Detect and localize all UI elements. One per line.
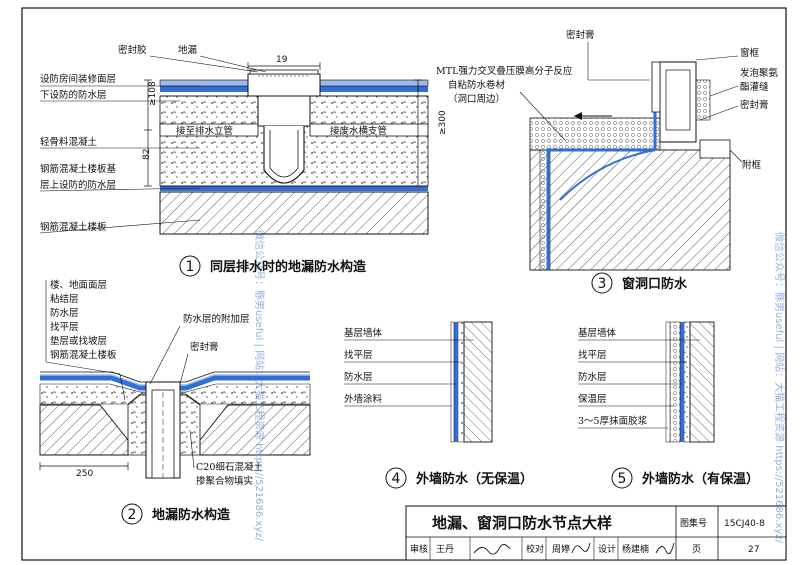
label-leveling-4: 找平层	[344, 349, 373, 361]
designer-name: 杨建楠	[622, 543, 649, 555]
dim-19: 19	[276, 55, 288, 65]
label-base-wall-5: 基层墙体	[578, 327, 617, 339]
label-waterproof-4: 防水层	[344, 371, 373, 383]
label-sealant-3: 密封膏	[740, 99, 769, 111]
label-render-5: 3～5厚抹面胶浆	[578, 415, 648, 427]
check-label: 校对	[526, 543, 544, 555]
atlas-number: 15CJ40-8	[724, 519, 765, 529]
detail-4-caption: 外墙防水（无保温）	[415, 471, 533, 487]
detail-5-wall-insulation: 基层墙体 找平层 防水层 保温层 3～5厚抹面胶浆 5 外墙防水（有保温）	[578, 321, 759, 489]
label-sealant-2: 密封膏	[190, 341, 219, 353]
label-bond-layer: 粘结层	[50, 293, 79, 305]
title-block: 地漏、窗洞口防水节点大样 图集号 15CJ40-8 审核 王丹 校对 周婷 设计…	[405, 505, 787, 561]
detail-4-number: 4	[392, 471, 401, 487]
label-to-riser: 接至排水立管	[176, 125, 233, 137]
label-to-branch: 接废水横支管	[330, 125, 387, 137]
label-insulation-5: 保温层	[578, 393, 607, 405]
detail-2-caption: 地漏防水构造	[152, 507, 231, 523]
label-floor-finish: 楼、地面面层	[50, 279, 107, 291]
label-layer-waterproof: 层上设防的防水层	[40, 179, 116, 191]
label-subframe: 附框	[742, 159, 762, 171]
detail-3-number: 3	[598, 276, 607, 292]
sheet-border	[21, 7, 787, 561]
label-extra-layer: 防水层的附加层	[183, 313, 250, 325]
atlas-label: 图集号	[680, 517, 707, 529]
detail-4-wall-no-insulation: 基层墙体 找平层 防水层 外墙涂料 4 外墙防水（无保温）	[344, 321, 533, 489]
label-foam-line1: 发泡聚氨	[740, 67, 779, 79]
label-waterproof-layer: 防水层	[50, 307, 79, 319]
watermark-right: 微信公众号：豚男useful | 网站：大猫工程资源 https://52168…	[773, 232, 786, 544]
drawing-title: 地漏、窗洞口防水节点大样	[432, 514, 612, 532]
reviewer-name: 王丹	[436, 544, 454, 555]
reviewer-signature	[473, 544, 511, 555]
designer-signature	[655, 542, 675, 555]
label-lower-waterproof: 下设防的防水层	[40, 89, 107, 101]
review-label: 审核	[410, 543, 428, 555]
label-rc-slab: 钢筋混凝土楼板	[40, 221, 107, 233]
label-window-frame: 窗框	[740, 47, 760, 59]
dim-250: 250	[76, 469, 93, 479]
detail-2-number: 2	[128, 507, 137, 523]
dim-82: 82	[142, 149, 152, 160]
watermark-left: 微信公众号：豚男useful | 网站：大猫工程资源 https://52168…	[253, 230, 266, 542]
label-sealant: 密封胶	[118, 44, 147, 56]
page-label: 页	[692, 544, 701, 555]
label-paint-4: 外墙涂料	[344, 393, 383, 405]
detail-3-window-opening: 密封膏 MTL强力交叉叠压膜高分子反应 自粘防水卷材 （洞口周边） 窗框 发泡聚…	[436, 29, 779, 294]
label-mtl-line1: MTL强力交叉叠压膜高分子反应	[436, 65, 573, 77]
label-sealant-top: 密封膏	[566, 29, 595, 41]
label-floor-drain: 地漏	[178, 44, 197, 56]
label-mtl-line2: 自粘防水卷材	[448, 79, 506, 91]
label-foam-line2: 酯灌缝	[740, 81, 769, 93]
label-rc-slab-base: 钢筋混凝土楼板基	[40, 163, 117, 175]
detail-5-number: 5	[618, 471, 627, 487]
label-base-wall-4: 基层墙体	[344, 327, 383, 339]
label-light-concrete: 轻骨料混凝土	[40, 136, 98, 148]
label-cushion-layer: 垫层或找坡层	[50, 335, 107, 347]
dim-300: ≥300	[438, 110, 448, 135]
label-leveling-5: 找平层	[578, 349, 607, 361]
label-finish-layer: 设防房间装修面层	[40, 73, 116, 85]
label-c20-line1: C20细石混凝土	[196, 461, 263, 473]
design-label: 设计	[598, 543, 616, 555]
checker-signature	[571, 542, 591, 554]
page-number: 27	[748, 545, 759, 555]
detail-3-caption: 窗洞口防水	[622, 276, 688, 292]
label-mtl-line3: （洞口周边）	[448, 93, 505, 105]
label-leveling-layer: 找平层	[50, 321, 79, 333]
detail-2-floor-drain: 250 楼、地面面层 粘结层 防水层 找平层 垫层或找坡层 钢筋混凝土楼板 防水…	[39, 279, 311, 525]
dim-108: ≥108	[148, 81, 158, 106]
checker-name: 周婷	[552, 543, 570, 555]
label-c20-line2: 掺聚合物填实	[196, 475, 253, 487]
label-rc-slab-2: 钢筋混凝土楼板	[50, 349, 117, 361]
label-waterproof-5: 防水层	[578, 371, 607, 383]
detail-5-caption: 外墙防水（有保温）	[641, 471, 759, 487]
detail-1-floor-drain-same-layer: 19 ≥108 82 ≥300 密封胶 地漏 设防房间装修面层 下设防的防水层 …	[39, 44, 448, 277]
detail-1-number: 1	[186, 259, 195, 275]
detail-1-caption: 同层排水时的地漏防水构造	[210, 259, 367, 275]
